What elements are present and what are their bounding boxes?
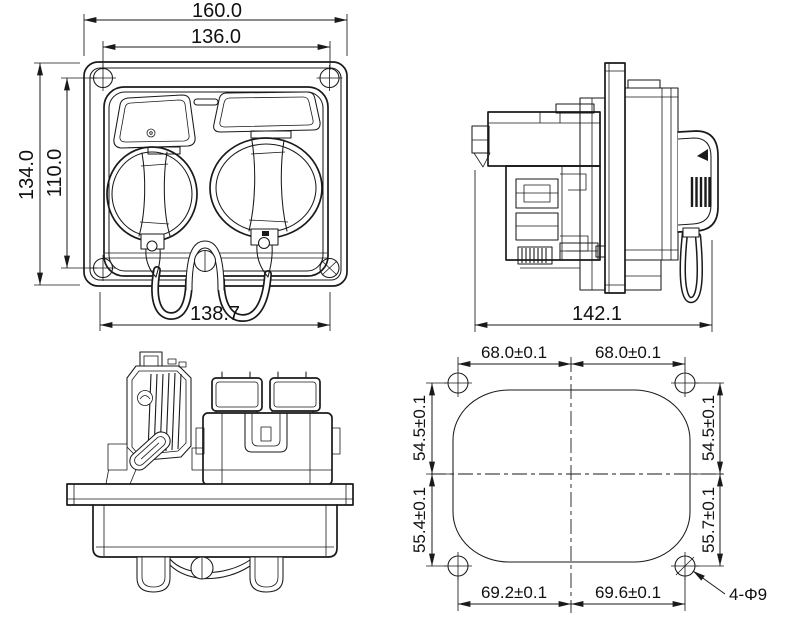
- hole-callout: 4-Φ9: [692, 570, 767, 604]
- mount-hole-top-left: [444, 369, 472, 397]
- dim-front-mount-height: 110.0: [44, 77, 97, 269]
- lanyard: [151, 266, 272, 323]
- side-lanyard-loop: [679, 227, 703, 304]
- dim-label: 54.5±0.1: [699, 395, 718, 461]
- logo-badge: [137, 390, 153, 406]
- pull-ring: [185, 240, 225, 291]
- dim-label: 69.2±0.1: [481, 583, 547, 602]
- mount-screw-bottom-right: [319, 257, 340, 279]
- mount-hole-bottom-left: [444, 552, 472, 580]
- left-socket: [106, 146, 198, 242]
- dim-label: 55.7±0.1: [699, 487, 718, 553]
- left-latch: [140, 233, 165, 278]
- front-view: 160.0 136.0 134.0 110.0 138.7: [16, 0, 348, 331]
- flange-plate: [604, 62, 626, 294]
- side-view: 142.1: [471, 62, 719, 332]
- rear-cap-left: [136, 556, 171, 593]
- dim-front-outer-height: 134.0: [16, 62, 80, 286]
- vent-slot: [193, 98, 219, 106]
- dim-label: 134.0: [16, 150, 38, 200]
- right-socket: [209, 137, 323, 239]
- dim-side-depth: 142.1: [474, 170, 713, 332]
- cutout-view: 68.0±0.1 68.0±0.1 54.5±0.1 55.4±0.1 54.5…: [410, 343, 767, 613]
- rear-lanyard: [169, 556, 251, 580]
- mount-hole-bottom-right: [671, 552, 699, 580]
- rear-housing: [471, 97, 609, 291]
- dim-cutout-top: 68.0±0.1 68.0±0.1: [457, 343, 686, 371]
- dim-label: 68.0±0.1: [595, 343, 661, 362]
- rear-flange: [66, 483, 354, 506]
- rear-view: [66, 351, 354, 593]
- rear-right-housings: [195, 371, 341, 486]
- dim-label: 54.5±0.1: [410, 395, 429, 461]
- cap-grille: [690, 177, 711, 207]
- right-cap: [213, 91, 321, 139]
- cap-strap: [138, 151, 171, 237]
- mount-screw-top-right: [316, 65, 343, 91]
- dim-label: 68.0±0.1: [481, 343, 547, 362]
- rear-left-connector: [105, 351, 207, 485]
- front-body: [624, 79, 679, 291]
- wire-plug: [517, 246, 553, 265]
- dim-cutout-left: 54.5±0.1 55.4±0.1: [410, 382, 453, 567]
- rear-cap-right: [249, 556, 284, 593]
- cutout-outline: [452, 389, 691, 563]
- dim-front-body-width: 138.7: [99, 292, 331, 331]
- mount-hole-top-right: [671, 369, 699, 397]
- left-cap: [113, 94, 196, 155]
- dim-label: 136.0: [191, 26, 241, 48]
- label-tag: [129, 431, 171, 471]
- dim-cutout-bottom: 69.2±0.1 69.6±0.1: [457, 577, 686, 611]
- cap-side: [677, 130, 719, 233]
- dim-label: 69.6±0.1: [595, 583, 661, 602]
- cap-screw: [146, 128, 156, 138]
- dim-label: 160.0: [192, 0, 242, 22]
- callout-label: 4-Φ9: [729, 585, 767, 604]
- dim-front-mount-width: 136.0: [102, 26, 331, 70]
- dim-label: 110.0: [44, 149, 66, 198]
- dim-label: 55.4±0.1: [410, 487, 429, 553]
- dim-label: 142.1: [572, 303, 622, 325]
- dim-front-outer-width: 160.0: [83, 0, 348, 56]
- dim-cutout-right: 54.5±0.1 55.7±0.1: [690, 382, 724, 567]
- rear-body: [92, 504, 338, 558]
- right-latch: [250, 228, 279, 278]
- dim-label: 138.7: [190, 303, 240, 325]
